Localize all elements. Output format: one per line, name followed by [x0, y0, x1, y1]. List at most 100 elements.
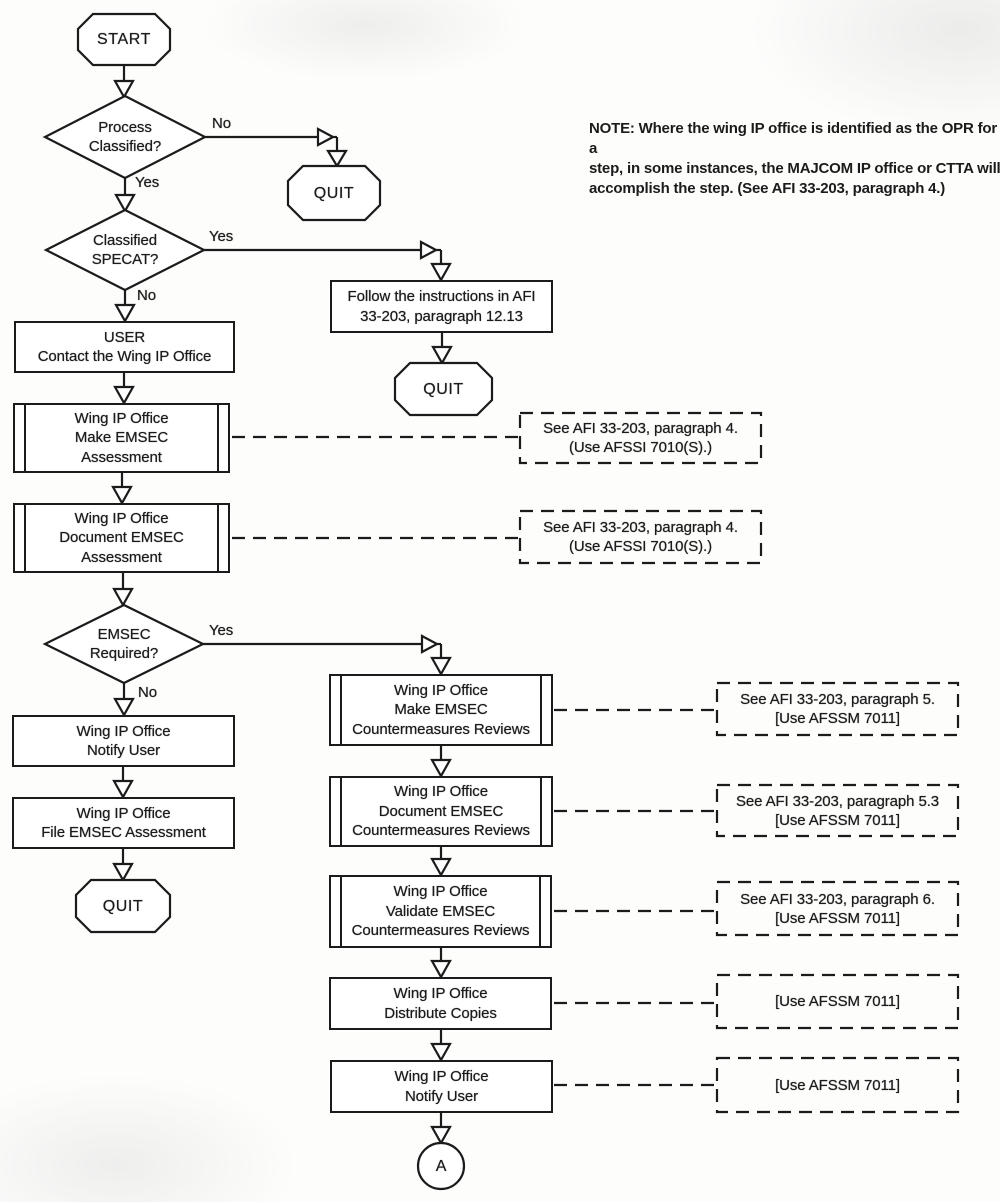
process-line: Notify User: [404, 1087, 479, 1105]
edge-make-reviews-to-document-reviews: [430, 746, 452, 779]
ref-line: [Use AFSSM 7011]: [775, 1076, 900, 1094]
ref-line: [Use AFSSM 7011]: [775, 811, 900, 829]
process-document-emsec-assessment: Wing IP Office Document EMSEC Assessment: [13, 503, 230, 573]
note-line2: step, in some instances, the MAJCOM IP o…: [589, 160, 1000, 177]
decision-line: Classified: [92, 232, 158, 249]
process-line: Make EMSEC: [74, 429, 169, 447]
terminator-quit-bottom-shape: [74, 878, 172, 934]
edge-document-to-emsec-required: [112, 573, 134, 608]
decision-process-classified-label: Process Classified?: [55, 110, 195, 164]
edge-validate-reviews-to-distribute: [430, 948, 452, 980]
ref-document-assessment-label: See AFI 33-203, paragraph 4. (Use AFSSI …: [520, 511, 761, 563]
ref-line: See AFI 33-203, paragraph 5.3: [735, 792, 940, 810]
edge-notify-to-file-assessment: [112, 767, 134, 800]
branch-no-label: No: [212, 115, 231, 132]
process-line: Wing IP Office: [394, 681, 488, 699]
terminator-quit-top-shape: [286, 164, 382, 222]
edge-specat-no-to-user: [114, 290, 136, 324]
branch-yes-label: Yes: [135, 174, 160, 191]
arrowhead-down-icon: [112, 862, 134, 883]
edge-file-assessment-to-quit: [112, 849, 134, 883]
process-line: Assessment: [81, 448, 162, 466]
process-line: Wing IP Office: [393, 883, 488, 901]
process-line: Wing IP Office: [76, 722, 171, 740]
edge-emsec-yes-to-make-reviews: [203, 634, 452, 677]
ref-notify-user-label: [Use AFSSM 7011]: [717, 1058, 958, 1112]
terminator-quit-bottom-label: QUIT: [102, 897, 144, 915]
process-make-emsec-assessment: Wing IP Office Make EMSEC Assessment: [13, 403, 230, 473]
process-file-emsec-assessment: Wing IP Office File EMSEC Assessment: [12, 797, 235, 849]
edge-start-to-process-classified: [113, 65, 135, 100]
ref-box-make-assessment: [518, 411, 763, 465]
process-line: Wing IP Office: [393, 985, 488, 1002]
process-line: Contact the Wing IP Office: [37, 348, 212, 365]
arrowhead-down-icon: [430, 1125, 452, 1146]
ref-validate-reviews-label: See AFI 33-203, paragraph 6. [Use AFSSM …: [717, 882, 958, 935]
arrowhead-down-icon: [326, 149, 348, 169]
ref-line: See AFI 33-203, paragraph 6.: [740, 890, 935, 908]
ref-line: [Use AFSSM 7011]: [775, 993, 900, 1010]
process-line: File EMSEC Assessment: [41, 824, 206, 841]
arrowhead-down-icon: [430, 656, 452, 677]
process-line: Notify User: [86, 742, 161, 759]
process-user-contact: USER Contact the Wing IP Office: [14, 321, 235, 373]
ref-line: [Use AFSSM 7011]: [775, 710, 900, 727]
arrowhead-right-icon: [419, 240, 439, 260]
terminator-quit-mid-label: QUIT: [423, 380, 464, 398]
arrowhead-down-icon: [430, 262, 452, 283]
arrowhead-down-icon: [111, 485, 133, 506]
process-line: Countermeasures Reviews: [351, 922, 530, 940]
ref-line: See AFI 33-203, paragraph 4.: [543, 519, 738, 536]
process-line: Wing IP Office: [394, 1068, 489, 1085]
branch-no-label: No: [138, 684, 157, 701]
arrowhead-down-icon: [114, 193, 136, 214]
arrowhead-down-icon: [113, 385, 135, 406]
arrowhead-down-icon: [112, 779, 134, 800]
arrowhead-down-icon: [114, 303, 136, 324]
arrowhead-down-icon: [430, 857, 452, 878]
edge-distribute-to-notify-user: [430, 1030, 452, 1063]
ref-line: [Use AFSSM 7011]: [775, 909, 900, 927]
connector-a-shape: [416, 1141, 466, 1191]
process-notify-user-left: Wing IP Office Notify User: [12, 715, 235, 767]
process-line: Distribute Copies: [384, 1004, 497, 1022]
edge-specat-yes-to-follow-instructions: [204, 240, 452, 283]
branch-no-label: No: [137, 287, 156, 304]
process-line: Validate EMSEC: [385, 902, 496, 920]
edge-user-to-make-assessment: [113, 373, 135, 406]
decision-classified-specat-shape: [43, 208, 207, 292]
terminator-start-label: START: [97, 31, 151, 48]
edge-make-to-document-assessment: [111, 473, 133, 506]
decision-emsec-required-shape: [42, 603, 206, 685]
decision-line: EMSEC: [97, 626, 151, 643]
process-line: Wing IP Office: [74, 509, 169, 527]
decision-line: Process: [98, 119, 152, 136]
process-line: USER: [103, 328, 146, 346]
arrowhead-down-icon: [430, 959, 452, 980]
branch-yes-label: Yes: [209, 228, 234, 245]
terminator-quit-mid-shape: [393, 361, 494, 417]
process-line: Wing IP Office: [394, 783, 488, 801]
ref-box-document-reviews: [715, 783, 960, 838]
ref-line: See AFI 33-203, paragraph 4.: [543, 420, 738, 437]
process-line: Countermeasures Reviews: [352, 720, 530, 738]
note-line1: NOTE: Where the wing IP office is identi…: [589, 120, 997, 157]
process-document-countermeasures-reviews: Wing IP Office Document EMSEC Countermea…: [329, 776, 553, 847]
process-line: 33-203, paragraph 12.13: [360, 307, 523, 325]
terminator-quit-top-label: QUIT: [313, 184, 355, 202]
ref-make-reviews-label: See AFI 33-203, paragraph 5. [Use AFSSM …: [717, 683, 958, 735]
edge-document-reviews-to-validate-reviews: [430, 847, 452, 878]
process-distribute-copies: Wing IP Office Distribute Copies: [329, 977, 552, 1030]
process-notify-user-right: Wing IP Office Notify User: [330, 1060, 553, 1113]
arrowhead-right-icon: [316, 127, 336, 147]
decision-line: Required?: [89, 645, 159, 662]
process-line: Assessment: [81, 548, 162, 566]
process-follow-instructions: Follow the instructions in AFI 33-203, p…: [330, 280, 553, 333]
process-line: Make EMSEC: [394, 701, 488, 719]
ref-line: See AFI 33-203, paragraph 5.: [740, 691, 935, 708]
terminator-start-shape: [76, 12, 172, 67]
process-line: Document EMSEC: [378, 802, 504, 820]
arrowhead-down-icon: [112, 587, 134, 608]
process-line: Wing IP Office: [74, 409, 169, 427]
decision-process-classified-shape: [42, 94, 208, 180]
